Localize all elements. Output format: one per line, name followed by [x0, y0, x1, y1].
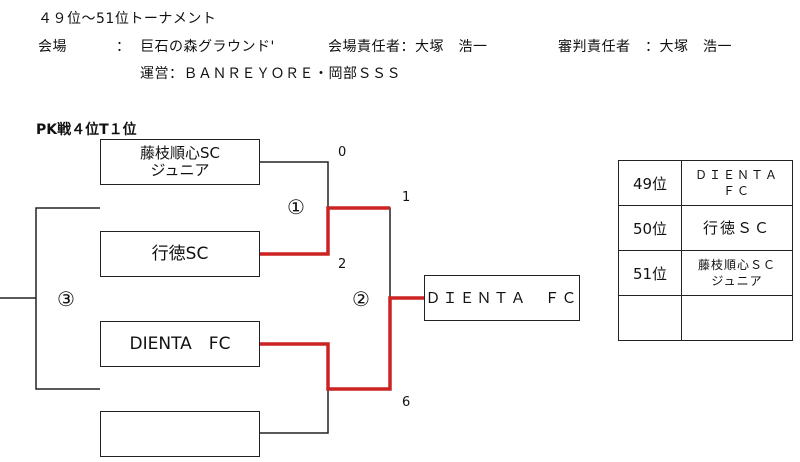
score-gyotoku: 2: [338, 257, 347, 272]
venue-separator: ：: [116, 39, 131, 55]
bracket-section-label: PK戦４位T１位: [36, 122, 137, 138]
team-name: DIENTA FC: [129, 333, 231, 354]
rank-team-line2: ジュニア: [711, 274, 763, 288]
match-marker-1: ①: [287, 195, 305, 219]
bracket-line-bottom-right: [260, 389, 329, 434]
rank-position: [618, 295, 682, 341]
rank-position: 49位: [618, 160, 682, 206]
ranking-row: 50位 行徳ＳＣ: [618, 205, 793, 251]
referee-manager: 審判責任者 ：大塚 浩一: [558, 39, 732, 55]
team-box-fujieda: 藤枝順心SC ジュニア: [100, 139, 260, 185]
winner-team-name: ＤＩＥＮＴＡ ＦＣ: [425, 288, 579, 307]
winner-path-dienta: [260, 296, 424, 391]
team-box-empty: [100, 411, 260, 457]
team-box-gyotoku: 行徳SC: [100, 231, 260, 277]
match-marker-3: ③: [57, 287, 75, 311]
winner-path-gyotoku: [260, 206, 390, 256]
bracket-line-match1: [260, 161, 329, 208]
venue-label: 会場: [38, 39, 67, 55]
score-semifinal-top: 1: [402, 190, 411, 205]
rank-team: ＤＩＥＮＴＡ ＦＣ: [681, 160, 793, 206]
operation-info: 運営：ＢＡＮＲＥＹＯＲＥ・岡部ＳＳＳ: [140, 66, 401, 82]
ranking-row: 51位 藤枝順心ＳＣ ジュニア: [618, 250, 793, 296]
rank-team-line1: 行徳ＳＣ: [702, 219, 771, 237]
venue-name: 巨石の森グラウンド': [140, 39, 275, 55]
rank-team: 行徳ＳＣ: [681, 205, 793, 251]
ranking-table: 49位 ＤＩＥＮＴＡ ＦＣ 50位 行徳ＳＣ 51位 藤枝順心ＳＣ ジュニア: [618, 160, 793, 341]
team-box-dienta: DIENTA FC: [100, 321, 260, 367]
rank-team: 藤枝順心ＳＣ ジュニア: [681, 250, 793, 296]
ranking-row: [618, 295, 793, 341]
score-fujieda: 0: [338, 145, 347, 160]
ranking-row: 49位 ＤＩＥＮＴＡ ＦＣ: [618, 160, 793, 206]
rank-team: [681, 295, 793, 341]
bracket-line-top-right: [328, 207, 391, 298]
score-semifinal-bottom: 6: [402, 395, 411, 410]
winner-box: ＤＩＥＮＴＡ ＦＣ: [424, 275, 580, 321]
page-title: ４９位～51位トーナメント: [38, 11, 217, 27]
rank-position: 50位: [618, 205, 682, 251]
team-name: 行徳SC: [151, 243, 209, 264]
rank-team-line1: 藤枝順心ＳＣ: [697, 258, 776, 272]
rank-position: 51位: [618, 250, 682, 296]
team-name-line2: ジュニア: [150, 161, 210, 179]
match-marker-2: ②: [352, 287, 370, 311]
rank-team-line2: ＦＣ: [722, 184, 751, 198]
rank-team-line1: ＤＩＥＮＴＡ: [694, 168, 779, 182]
team-name-line1: 藤枝順心SC: [140, 144, 220, 162]
venue-manager: 会場責任者：大塚 浩一: [328, 39, 488, 55]
